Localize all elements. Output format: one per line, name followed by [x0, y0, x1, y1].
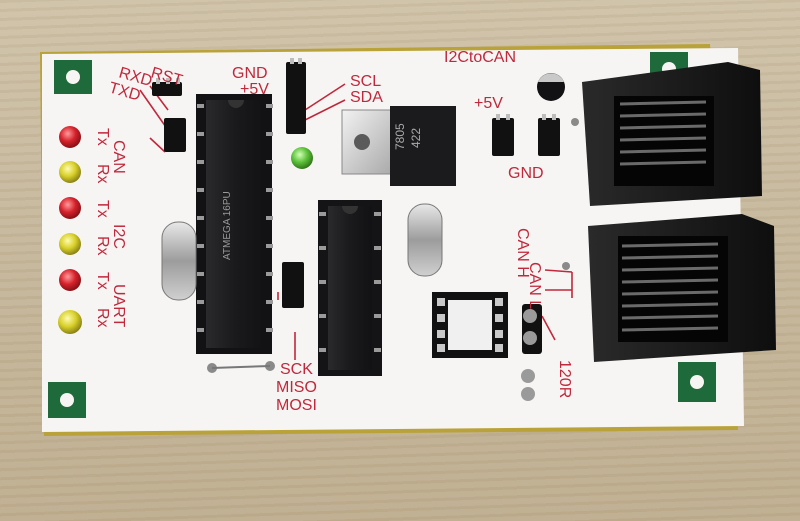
- label-uart-tx: Tx: [94, 272, 111, 290]
- regulator-marking-bottom: 422: [409, 128, 423, 148]
- label-i2c: I2C: [110, 224, 127, 249]
- header-pins: [156, 58, 556, 120]
- label-i2c-tx: Tx: [94, 200, 111, 218]
- mcu-marking: ATMEGA 16PU: [222, 191, 233, 260]
- can-controller-ic: [318, 200, 382, 376]
- led-i2c-rx: [59, 233, 81, 255]
- transceiver-socket: [432, 292, 508, 358]
- status-leds: [58, 126, 313, 334]
- atmega-mcu: [196, 94, 273, 354]
- led-can-rx: [59, 161, 81, 183]
- board-title: I2CtoCAN: [444, 49, 516, 66]
- label-uart-rx: Rx: [94, 308, 111, 328]
- rj-connector-top: [582, 62, 762, 206]
- rj-connector-bottom: [588, 214, 776, 362]
- label-can-h: CAN H: [514, 228, 531, 278]
- label-mosi: MOSI: [276, 397, 317, 414]
- label-can-rx: Rx: [94, 164, 111, 184]
- label-i2c-rx: Rx: [94, 236, 111, 256]
- label-sda: SDA: [350, 89, 383, 106]
- wire-bridge: [211, 365, 271, 369]
- voltage-regulator: 7805 422: [341, 106, 456, 186]
- label-uart: UART: [110, 284, 127, 327]
- label-can-tx: Tx: [94, 128, 111, 146]
- label-can-l: CAN L: [526, 262, 543, 309]
- led-i2c-tx: [59, 197, 81, 219]
- label-120r: 120R: [556, 360, 573, 398]
- led-uart-tx: [59, 269, 81, 291]
- regulator-marking-top: 7805: [393, 123, 407, 150]
- label-sck: SCK: [280, 361, 313, 378]
- label-5v-power: +5V: [474, 95, 503, 112]
- silkscreen-labels: I2CtoCAN RST RXD TXD GND +5V SCL SDA +5V…: [94, 49, 573, 414]
- termination-pads: [521, 309, 537, 401]
- crystal-right: [407, 203, 443, 277]
- label-gnd-i2c: GND: [232, 65, 268, 82]
- led-power: [291, 147, 313, 169]
- led-can-tx: [59, 126, 81, 148]
- label-gnd-power: GND: [508, 165, 544, 182]
- led-uart-rx: [58, 310, 82, 334]
- capacitor: [537, 73, 565, 101]
- label-miso: MISO: [276, 379, 317, 396]
- label-5v-i2c: +5V: [240, 81, 269, 98]
- label-can: CAN: [110, 140, 127, 174]
- crystal-left: [161, 221, 197, 301]
- label-scl: SCL: [350, 73, 381, 90]
